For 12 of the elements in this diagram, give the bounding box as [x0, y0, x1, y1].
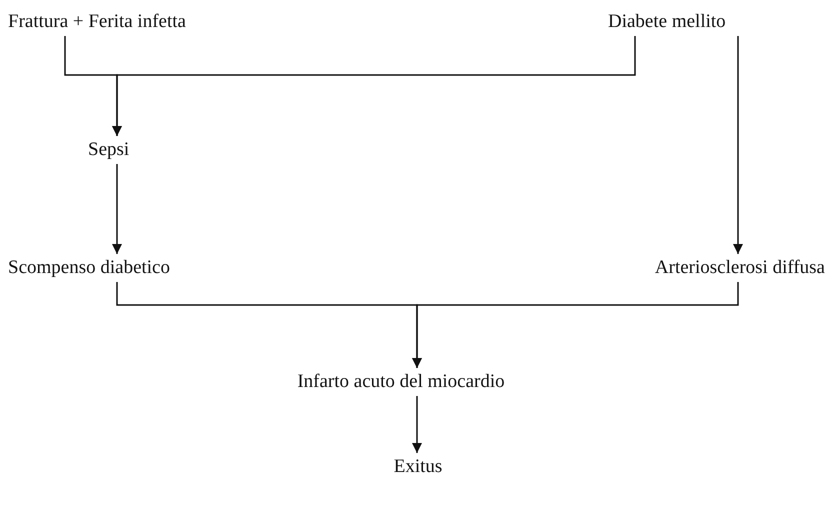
node-label: Arteriosclerosi diffusa — [654, 256, 825, 280]
arrow — [412, 282, 739, 368]
arrow — [412, 396, 422, 453]
node-label: Sepsi — [88, 138, 130, 162]
node-label: Infarto acuto del miocardio — [297, 370, 505, 394]
arrow — [733, 36, 743, 254]
node-label: Diabete mellito — [608, 10, 726, 34]
node-label: Exitus — [394, 455, 442, 479]
node-label: Frattura + Ferita infetta — [8, 10, 186, 34]
arrow — [112, 164, 122, 254]
arrow — [112, 36, 636, 136]
node-label: Scompenso diabetico — [8, 256, 170, 280]
